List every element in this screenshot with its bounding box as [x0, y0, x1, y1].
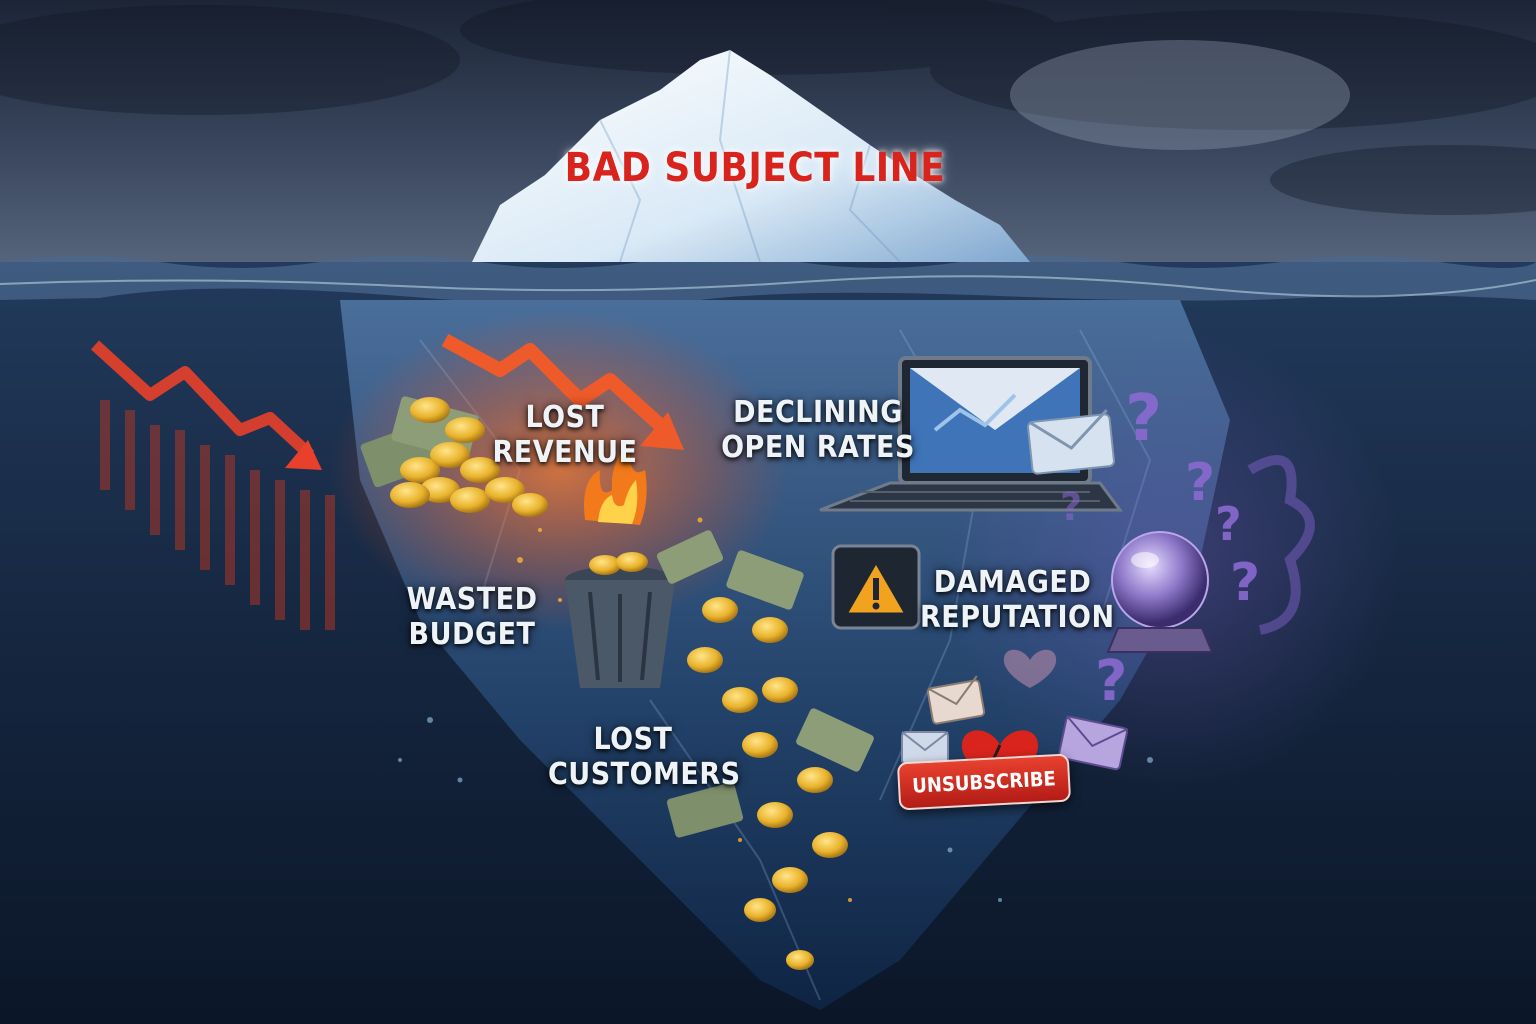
svg-text:?: ? [1185, 453, 1215, 513]
coin-pile-icon [360, 396, 548, 517]
coin-icon [812, 832, 848, 858]
coin-icon [786, 950, 814, 970]
burning-trash-can-icon [565, 445, 675, 688]
question-mark-icon: ? ? ? ? ? ? [1060, 382, 1260, 714]
warning-icon [831, 544, 921, 630]
envelope-icon [901, 731, 949, 765]
coin-icon [702, 597, 738, 623]
envelope-icon [1027, 409, 1115, 475]
coin-icon [742, 732, 778, 758]
downtrend-arrow-icon [90, 340, 335, 630]
coin-icon [752, 617, 788, 643]
coin-icon [687, 647, 723, 673]
coin-icon [722, 687, 758, 713]
svg-text:?: ? [1060, 485, 1082, 529]
laptop-icon [819, 356, 1123, 512]
unsubscribe-button[interactable]: UNSUBSCRIBE [896, 753, 1072, 811]
label-lost-customers: LOST CUSTOMERS [548, 722, 741, 792]
envelope-icon [926, 675, 986, 725]
coin-icon [797, 767, 833, 793]
coin-icon [744, 898, 776, 922]
svg-text:?: ? [1230, 553, 1260, 613]
label-damaged-reputation: DAMAGED REPUTATION [920, 565, 1115, 635]
downtrend-arrow-icon [441, 333, 684, 450]
iceberg-icon [472, 50, 1030, 262]
foam-line [0, 275, 1536, 298]
waterline-waves [0, 256, 1536, 306]
svg-text:?: ? [1095, 649, 1127, 714]
iceberg-title: BAD SUBJECT LINE [564, 145, 946, 191]
storm-clouds [0, 0, 1536, 215]
label-declining-open-rates: DECLINING OPEN RATES [721, 395, 915, 465]
crystal-ball-icon [1106, 531, 1214, 653]
svg-text:?: ? [1215, 497, 1242, 551]
label-wasted-budget: WASTED BUDGET [406, 582, 538, 652]
coin-icon [757, 802, 793, 828]
label-lost-revenue: LOST REVENUE [492, 400, 638, 470]
banknote-icon [656, 530, 874, 838]
cloud-light [1010, 40, 1350, 150]
svg-text:?: ? [1125, 382, 1162, 456]
envelope-icon [1058, 715, 1129, 771]
coin-icon [762, 677, 798, 703]
coin-icon [772, 867, 808, 893]
